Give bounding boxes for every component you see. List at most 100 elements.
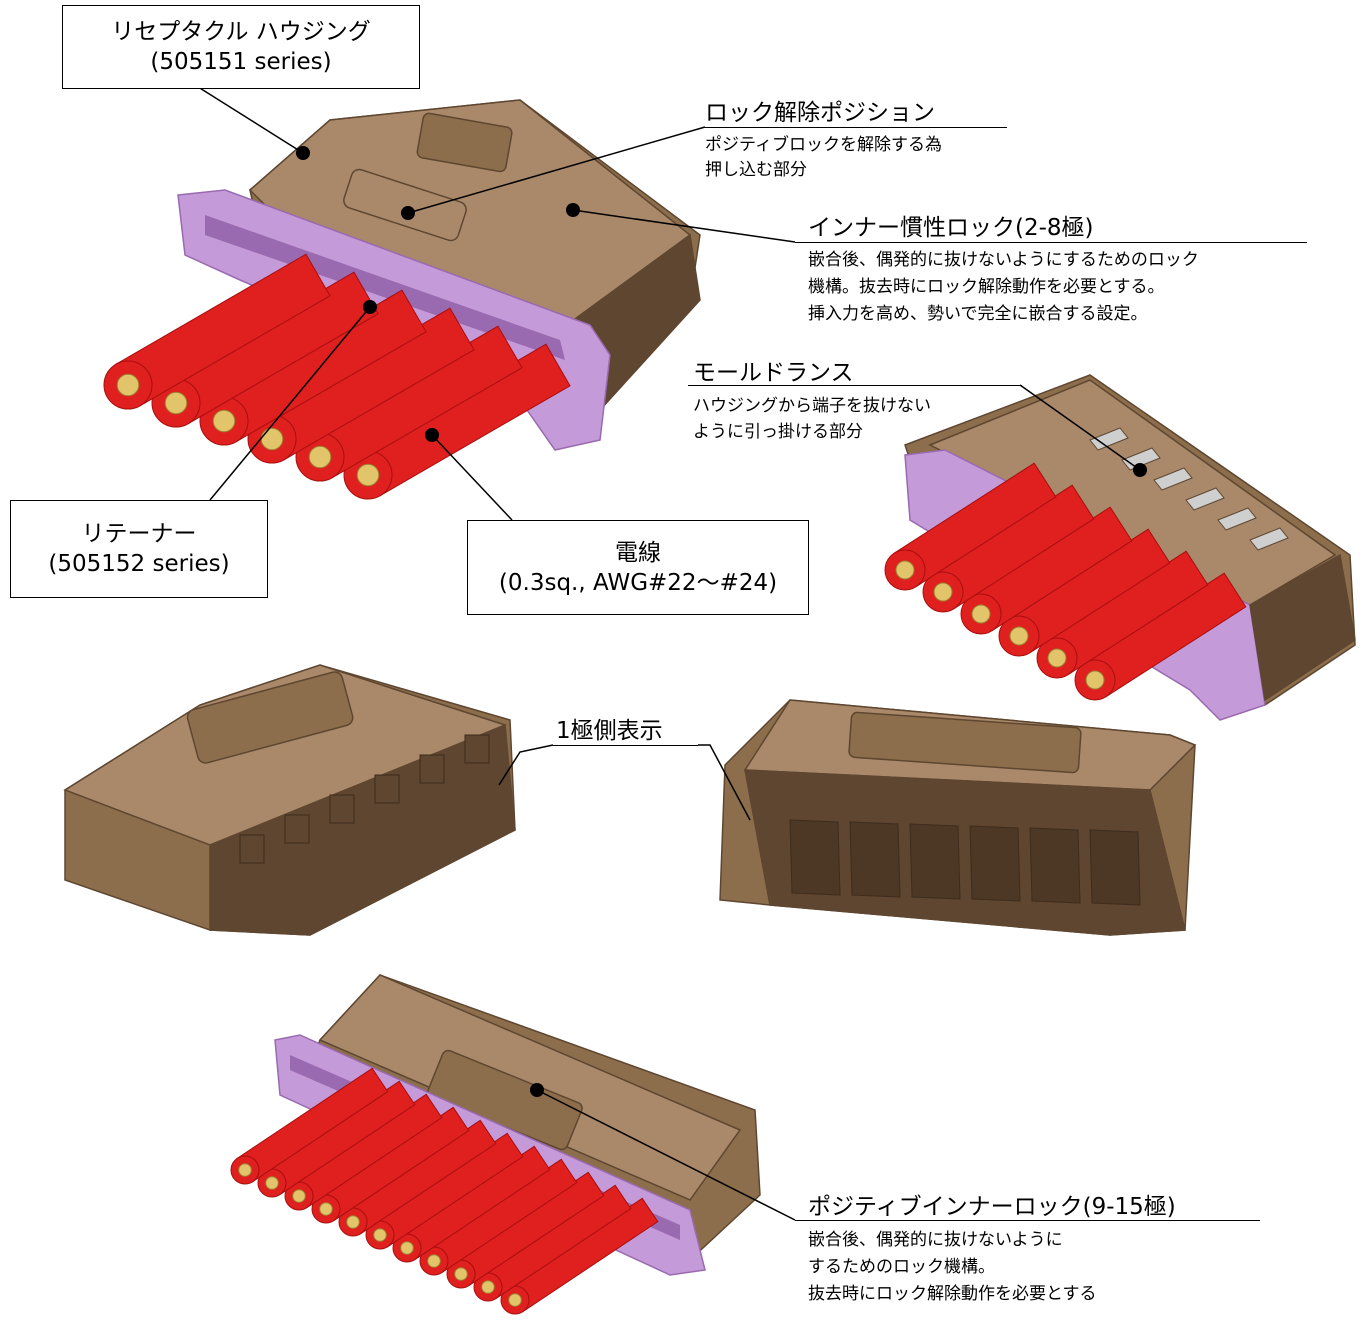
leader-pin1-left xyxy=(498,744,554,786)
annotation-positive-inner-lock-desc-1: 嵌合後、偶発的に抜けないように xyxy=(808,1230,1063,1250)
dot-inner-inertia-lock xyxy=(566,203,580,217)
cavity-1 xyxy=(789,819,841,896)
wire-conductor xyxy=(356,463,380,487)
wire-conductor xyxy=(238,1163,252,1177)
cavity-3 xyxy=(909,823,961,900)
housing-front-view xyxy=(719,699,1197,936)
leader-dots xyxy=(296,146,1147,1097)
wire-conductor xyxy=(319,1202,333,1216)
wire-conductor xyxy=(260,427,284,451)
wire-bundle-11 xyxy=(230,1067,659,1315)
wire-conductor xyxy=(265,1176,279,1190)
cavity-2 xyxy=(849,821,901,898)
wire-10 xyxy=(473,1184,632,1302)
connector-assembly-6pin-right xyxy=(884,374,1356,721)
wire-7 xyxy=(392,1145,551,1263)
annotation-lock-release-desc-1: ポジティブロックを解除する為 xyxy=(705,135,942,155)
annotation-positive-inner-lock-desc-2: するためのロック機構。 xyxy=(808,1257,995,1277)
wire-conductor xyxy=(1047,648,1067,668)
wire-2 xyxy=(922,484,1095,613)
wire-3 xyxy=(199,289,427,446)
callout-wire: 電線 (0.3sq., AWG#22～#24) xyxy=(467,520,809,615)
wire-conductor xyxy=(481,1280,495,1294)
annotation-pin1-indicator-title: 1極側表示 xyxy=(556,718,663,744)
wire-bundle-6 xyxy=(884,462,1247,701)
wire-conductor xyxy=(895,560,915,580)
dot-positive-inner-lock xyxy=(530,1083,544,1097)
wire-1 xyxy=(103,253,331,410)
wire-conductor xyxy=(346,1215,360,1229)
wire-bundle-6 xyxy=(103,253,571,500)
wire-conductor xyxy=(1009,626,1029,646)
wire-5 xyxy=(1036,550,1209,679)
underline-positive-inner-lock xyxy=(795,1220,1260,1221)
cavity-2 xyxy=(284,814,310,844)
leader-inner-inertia-lock xyxy=(572,209,796,243)
leader-receptacle-housing xyxy=(194,84,304,154)
annotation-positive-inner-lock-title: ポジティブインナーロック(9-15極) xyxy=(808,1194,1176,1220)
wire-1 xyxy=(884,462,1057,591)
annotation-inner-inertia-lock-desc-1: 嵌合後、偶発的に抜けないようにするためのロック xyxy=(808,250,1199,270)
annotation-inner-inertia-lock-desc-2: 機構。抜去時にロック解除動作を必要とする。 xyxy=(808,277,1165,297)
wire-4 xyxy=(998,528,1171,657)
cavity-1 xyxy=(239,834,265,864)
callout-title: リテーナー xyxy=(81,521,197,547)
wire-conductor xyxy=(212,409,236,433)
dot-wire xyxy=(425,428,439,442)
wire-6 xyxy=(365,1132,524,1250)
wire-5 xyxy=(338,1119,497,1237)
wire-conductor xyxy=(971,604,991,624)
leader-retainer xyxy=(209,306,371,501)
dot-lock-release xyxy=(401,206,415,220)
dot-retainer xyxy=(363,300,377,314)
wire-conductor xyxy=(400,1241,414,1255)
leader-mold-lance xyxy=(1019,384,1141,471)
cavity-3 xyxy=(329,794,355,824)
leader-wire xyxy=(431,434,513,521)
callout-retainer: リテーナー (505152 series) xyxy=(10,500,268,598)
wire-conductor xyxy=(454,1267,468,1281)
annotation-mold-lance-desc-2: ように引っ掛ける部分 xyxy=(693,422,863,442)
wire-conductor xyxy=(427,1254,441,1268)
annotation-lock-release-title: ロック解除ポジション xyxy=(705,100,935,126)
leader-lock-release xyxy=(407,126,706,214)
annotation-mold-lance-desc-1: ハウジングから端子を抜けない xyxy=(693,396,931,416)
underline-inner-inertia-lock xyxy=(795,242,1307,243)
dot-mold-lance xyxy=(1133,463,1147,477)
lance-slot-6 xyxy=(1249,527,1289,551)
wire-2 xyxy=(257,1080,416,1198)
callout-title: 電線 xyxy=(615,539,661,566)
cavity-6 xyxy=(464,734,490,764)
lance-slot-4 xyxy=(1185,487,1225,511)
cavity-4 xyxy=(969,825,1021,902)
cavity-6 xyxy=(1089,829,1141,906)
wire-9 xyxy=(446,1171,605,1289)
wire-4 xyxy=(311,1106,470,1224)
lock-release-tab xyxy=(848,711,1082,774)
dot-receptacle-housing xyxy=(296,146,310,160)
wire-5 xyxy=(295,325,523,482)
annotation-mold-lance-title: モールドランス xyxy=(693,360,854,386)
wire-conductor xyxy=(308,445,332,469)
wire-3 xyxy=(960,506,1133,635)
callout-title: リセプタクル ハウジング xyxy=(111,19,371,45)
leader-positive-inner-lock xyxy=(536,1089,796,1221)
annotation-inner-inertia-lock-desc-3: 挿入力を高め、勢いで完全に嵌合する設定。 xyxy=(808,304,1148,324)
callout-subtitle: (0.3sq., AWG#22～#24) xyxy=(498,569,778,596)
annotation-inner-inertia-lock-title: インナー慣性ロック(2-8極) xyxy=(808,215,1094,241)
wire-6 xyxy=(343,343,571,500)
housing-rear-view xyxy=(63,664,516,936)
callout-subtitle: (505152 series) xyxy=(48,551,230,577)
connector-assembly-6pin-top xyxy=(103,99,701,500)
wire-conductor xyxy=(292,1189,306,1203)
cavity-5 xyxy=(419,754,445,784)
wire-3 xyxy=(284,1093,443,1211)
annotation-positive-inner-lock-desc-3: 抜去時にロック解除動作を必要とする xyxy=(808,1284,1097,1304)
wire-1 xyxy=(230,1067,389,1185)
annotation-lock-release-desc-2: 押し込む部分 xyxy=(705,160,807,180)
leader-lines xyxy=(194,84,1141,1221)
terminal-cavities xyxy=(239,734,490,864)
wire-conductor xyxy=(164,391,188,415)
retainer-band xyxy=(205,215,565,360)
lance-slot-5 xyxy=(1217,507,1257,531)
